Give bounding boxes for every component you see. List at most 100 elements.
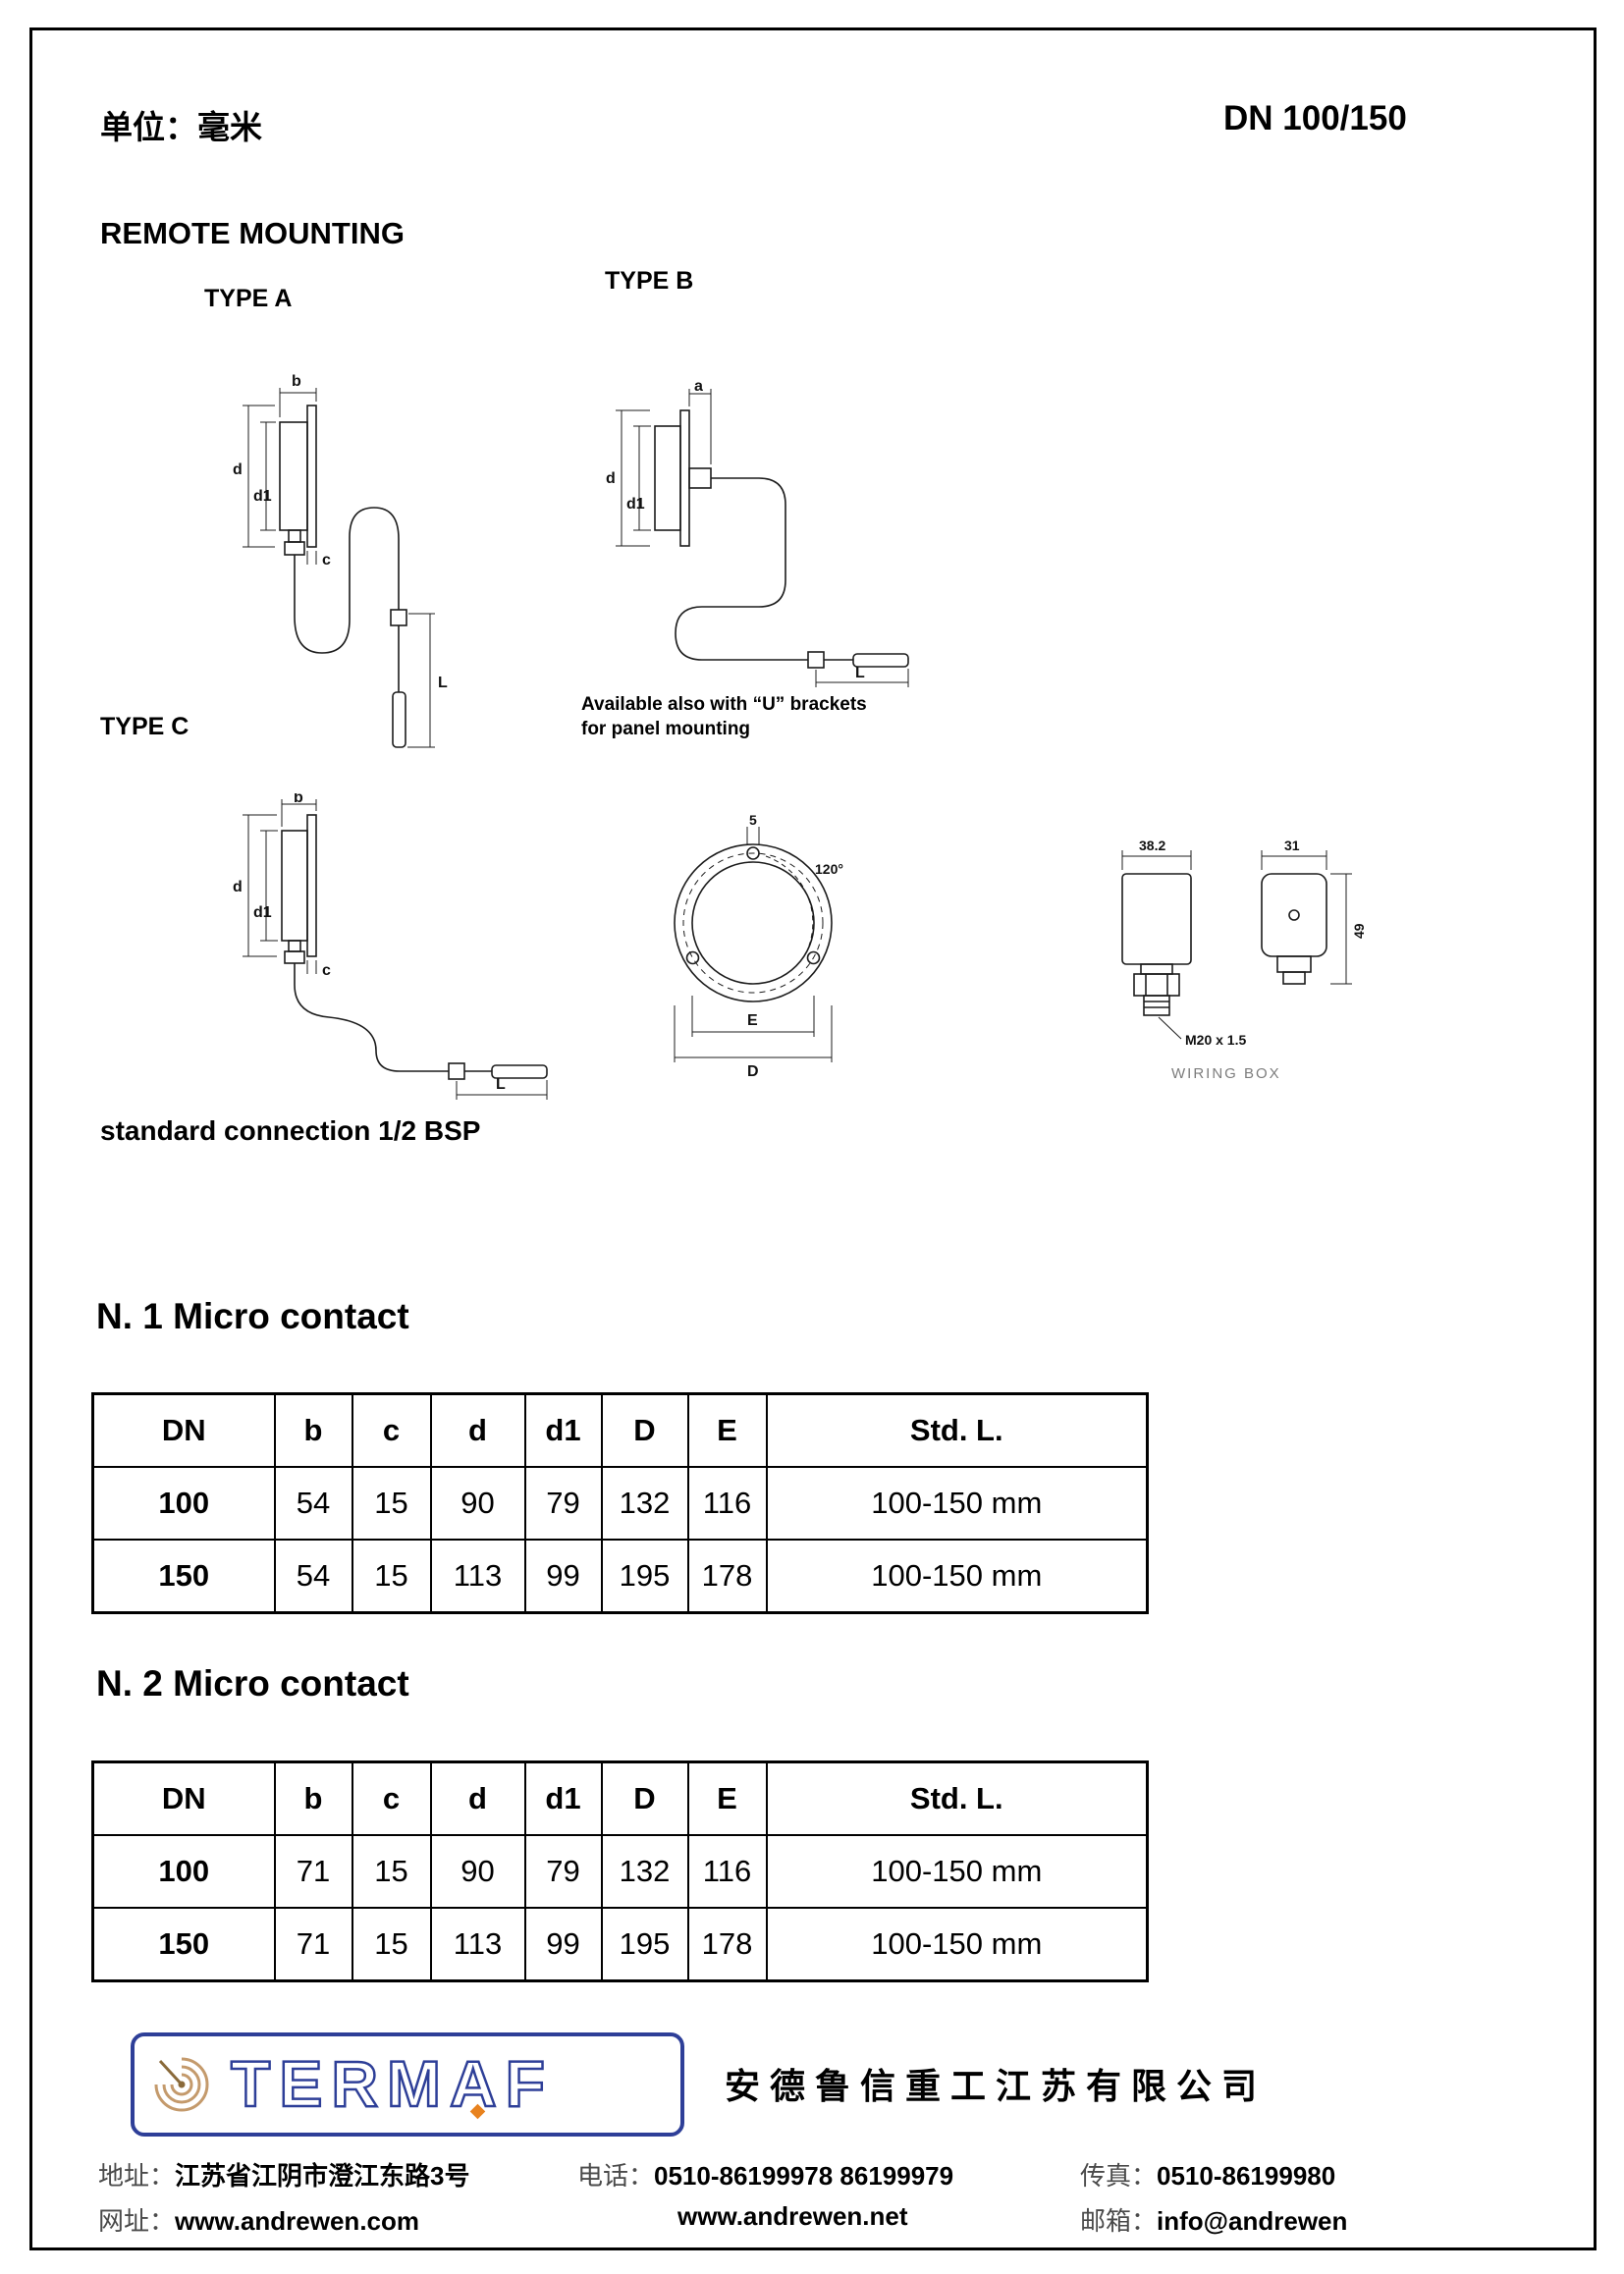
dim-label-L: L [496, 1076, 506, 1093]
table-cell: 116 [686, 1834, 768, 1909]
table-cell: 71 [273, 1907, 353, 1982]
dimension-lines [1121, 850, 1352, 1040]
dimension-lines [616, 389, 909, 687]
table-cell: 195 [600, 1907, 689, 1982]
dimension-lines [243, 799, 548, 1100]
column-header: b [273, 1392, 353, 1468]
table-cell: 15 [351, 1466, 432, 1541]
u-bracket-note-line2: for panel mounting [581, 718, 751, 739]
dn-size-label: DN 100/150 [1223, 99, 1407, 137]
logo-text: TERMAF [231, 2047, 554, 2120]
table-cell: 116 [686, 1466, 768, 1541]
table-cell: 99 [523, 1907, 603, 1982]
dim-label-d1: d1 [253, 904, 272, 921]
table-cell: 100 [91, 1466, 276, 1541]
page-border [29, 27, 1597, 2250]
logo-coil-icon [154, 2057, 209, 2112]
phone-group: 电话：0510-86199978 86199979 [577, 2156, 953, 2193]
email-value: info@andrewen [1157, 2206, 1348, 2236]
column-header: d1 [523, 1760, 603, 1836]
dim-label-D: D [747, 1063, 759, 1080]
type-c-label: TYPE C [100, 713, 189, 740]
type-c-drawing: b d d1 c L [233, 793, 548, 1100]
column-header: DN [91, 1760, 276, 1836]
type-b-drawing: a d d1 L [606, 381, 909, 687]
dim-label-E: E [747, 1012, 758, 1029]
dim-label-31: 31 [1284, 838, 1300, 853]
table-cell: 100-150 mm [765, 1907, 1149, 1982]
website-value-1: www.andrewen.com [175, 2206, 419, 2236]
type-a-label: TYPE A [204, 285, 293, 312]
table-cell: 132 [600, 1834, 689, 1909]
website-group: 网址：www.andrewen.com [98, 2201, 419, 2238]
table-cell: 71 [273, 1834, 353, 1909]
column-header: DN [91, 1392, 276, 1468]
table-cell: 79 [523, 1466, 603, 1541]
column-header: d [429, 1760, 526, 1836]
table1-title: N. 1 Micro contact [96, 1296, 409, 1336]
termaf-logo: TERMAF [131, 2032, 684, 2137]
dimension-lines [243, 388, 435, 748]
table-cell: 113 [429, 1907, 526, 1982]
dim-label-L: L [855, 665, 865, 681]
wiring-box-front-view [1261, 873, 1327, 985]
thread-label: M20 x 1.5 [1185, 1032, 1246, 1048]
probe [852, 653, 909, 668]
table-cell: 178 [686, 1907, 768, 1982]
dim-label-c: c [322, 962, 331, 979]
table2-title: N. 2 Micro contact [96, 1663, 409, 1704]
column-header: b [273, 1760, 353, 1836]
fax-value: 0510-86199980 [1157, 2161, 1336, 2191]
u-bracket-note-line1: Available also with “U” brackets [581, 694, 867, 715]
dim-label-49: 49 [1351, 923, 1367, 939]
dim-label-5: 5 [749, 813, 757, 828]
capillary-tube [294, 507, 407, 748]
table-cell: 132 [600, 1466, 689, 1541]
dim-label-d: d [233, 461, 243, 478]
table-cell: 15 [351, 1539, 432, 1614]
website-2: www.andrewen.net [677, 2201, 908, 2232]
wiring-box-label: WIRING BOX [1171, 1065, 1281, 1082]
dim-label-d: d [606, 470, 616, 487]
type-a-drawing: b d d1 c L [233, 373, 448, 748]
company-name: 安德鲁信重工江苏有限公司 [725, 2066, 1268, 2106]
table-cell: 195 [600, 1539, 689, 1614]
table-cell: 79 [523, 1834, 603, 1909]
gauge-side-view [654, 409, 712, 547]
dial-ring [674, 843, 833, 1002]
probe [491, 1064, 548, 1079]
dim-label-c: c [322, 552, 331, 568]
fax-group: 传真：0510-86199980 [1080, 2156, 1335, 2193]
dimension-lines [674, 827, 833, 1062]
table-cell: 150 [91, 1907, 276, 1982]
column-header: Std. L. [765, 1760, 1149, 1836]
logo-wordmark: TERMAF [230, 2046, 554, 2122]
table-cell: 54 [273, 1466, 353, 1541]
website-label: 网址： [98, 2206, 176, 2236]
gauge-side-view [279, 405, 317, 556]
table-cell: 15 [351, 1907, 432, 1982]
column-header: D [600, 1392, 689, 1468]
phone-value: 0510-86199978 86199979 [654, 2161, 954, 2191]
column-header: E [686, 1760, 768, 1836]
table-cell: 90 [429, 1466, 526, 1541]
address-group: 地址：江苏省江阴市澄江东路3号 [98, 2156, 469, 2193]
capillary-tube [675, 477, 909, 669]
column-header: Std. L. [765, 1392, 1149, 1468]
table-cell: 90 [429, 1834, 526, 1909]
table-cell: 100-150 mm [765, 1539, 1149, 1614]
type-b-label: TYPE B [605, 267, 694, 295]
table-cell: 150 [91, 1539, 276, 1614]
email-group: 邮箱：info@andrewen [1080, 2201, 1347, 2238]
section-title: REMOTE MOUNTING [100, 216, 405, 250]
unit-label: 单位：毫米 [100, 109, 262, 145]
dim-label-38-2: 38.2 [1139, 838, 1165, 853]
table-cell: 15 [351, 1834, 432, 1909]
